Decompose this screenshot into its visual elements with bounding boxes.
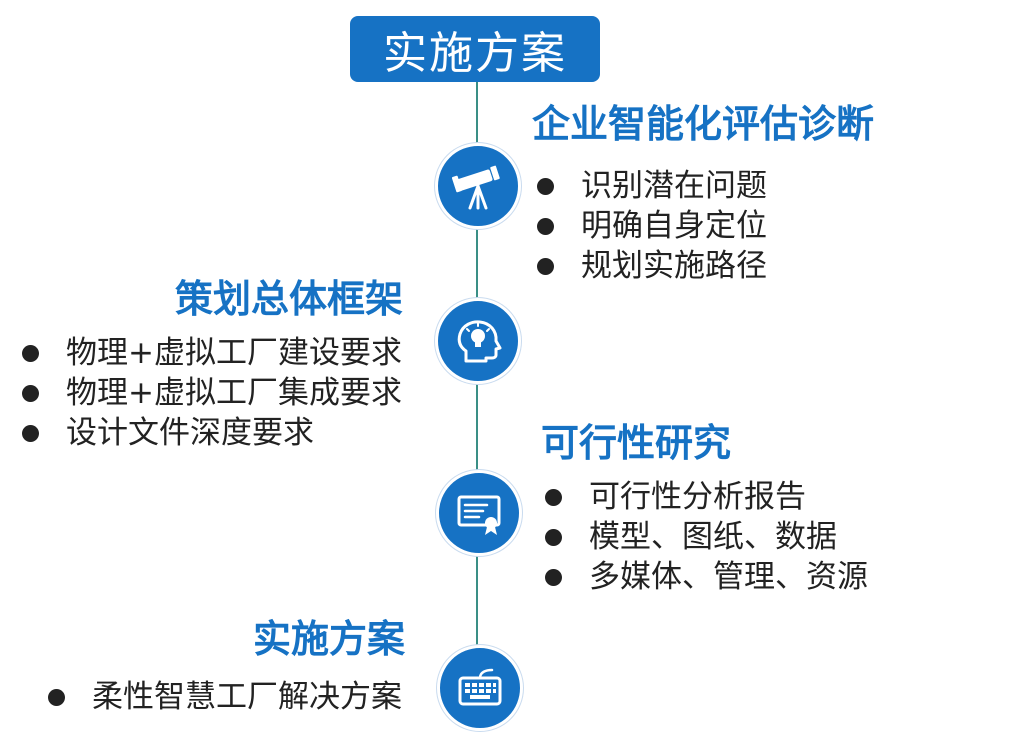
lightbulb-head-icon xyxy=(457,320,502,363)
node-lightbulb-head xyxy=(435,298,521,384)
list-item: 物理+虚拟工厂建设要求 xyxy=(22,333,402,373)
bullet-icon xyxy=(22,384,39,402)
node-telescope xyxy=(435,143,521,229)
certificate-icon xyxy=(457,495,501,535)
telescope-icon xyxy=(452,165,500,210)
timeline-line xyxy=(476,82,478,722)
list-item: 柔性智慧工厂解决方案 xyxy=(48,677,402,717)
section-list-4: 柔性智慧工厂解决方案 xyxy=(48,677,402,717)
node-keyboard xyxy=(437,645,523,731)
section-list-2: 物理+虚拟工厂建设要求 物理+虚拟工厂集成要求 设计文件深度要求 xyxy=(22,333,402,453)
bullet-icon xyxy=(22,344,39,362)
diagram-title: 实施方案 xyxy=(350,16,600,82)
list-item: 多媒体、管理、资源 xyxy=(545,557,868,597)
section-list-1: 识别潜在问题 明确自身定位 规划实施路径 xyxy=(537,166,767,286)
list-item: 明确自身定位 xyxy=(537,206,767,246)
section-heading-2: 策划总体框架 xyxy=(175,277,404,321)
bullet-icon xyxy=(545,488,562,506)
section-list-3: 可行性分析报告 模型、图纸、数据 多媒体、管理、资源 xyxy=(545,477,868,597)
list-item: 物理+虚拟工厂集成要求 xyxy=(22,373,402,413)
bullet-icon xyxy=(545,568,562,586)
list-item: 模型、图纸、数据 xyxy=(545,517,868,557)
bullet-icon xyxy=(48,688,65,706)
bullet-icon xyxy=(545,528,562,546)
list-item: 规划实施路径 xyxy=(537,246,767,286)
bullet-icon xyxy=(22,424,39,442)
section-heading-1: 企业智能化评估诊断 xyxy=(532,102,875,146)
list-item: 可行性分析报告 xyxy=(545,477,868,517)
section-heading-3: 可行性研究 xyxy=(541,421,732,465)
bullet-icon xyxy=(537,257,554,275)
list-item: 识别潜在问题 xyxy=(537,166,767,206)
keyboard-icon xyxy=(458,668,502,706)
section-heading-4: 实施方案 xyxy=(253,617,406,661)
node-certificate xyxy=(436,470,522,556)
list-item: 设计文件深度要求 xyxy=(22,413,402,453)
bullet-icon xyxy=(537,177,554,195)
bullet-icon xyxy=(537,217,554,235)
